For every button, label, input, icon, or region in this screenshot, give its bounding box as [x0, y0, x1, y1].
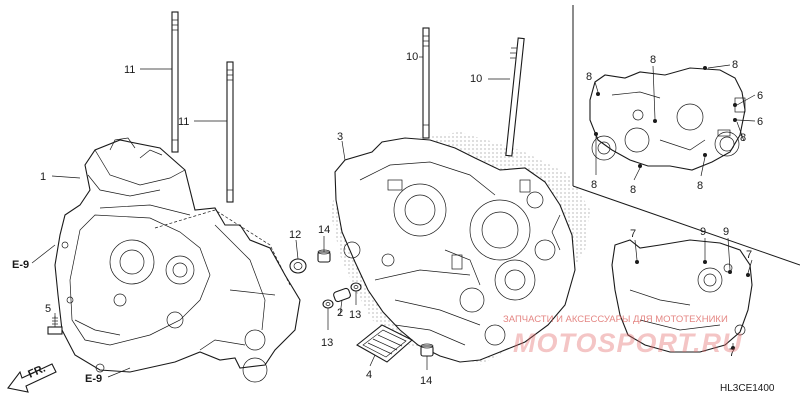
callout-12: 12 [289, 229, 301, 241]
detail-view-lower [611, 239, 753, 353]
callout-8-bottom-left: 8 [591, 179, 597, 191]
bolt-5 [47, 316, 63, 335]
callout-4: 4 [366, 369, 372, 381]
oil-strainer-4 [356, 324, 413, 363]
callout-8-right: 8 [740, 132, 746, 144]
callout-8-top-center: 8 [650, 54, 656, 66]
callout-8-bottom-right: 8 [697, 180, 703, 192]
right-crankcase [330, 132, 590, 365]
callout-3: 3 [337, 131, 343, 143]
callout-13-left: 13 [321, 337, 333, 349]
callout-7-right: 7 [746, 249, 752, 261]
callout-1: 1 [40, 171, 46, 183]
diagram-code: HL3CE1400 [720, 383, 775, 394]
callout-7-bottom: 7 [729, 347, 735, 359]
callout-9-left: 9 [700, 226, 706, 238]
callout-7-left: 7 [630, 228, 636, 240]
dowel-pin-14-top [317, 249, 331, 263]
dowel-2 [333, 287, 351, 303]
stud-bolt-11-left [171, 11, 179, 153]
callout-11-upper: 11 [124, 64, 135, 76]
callout-6-lower: 6 [757, 116, 763, 128]
detail-divider-diagonal [572, 185, 800, 266]
callout-8-bottom-center: 8 [630, 184, 636, 196]
part-callouts: 1 2 3 4 5 6 6 7 7 7 8 8 8 8 8 8 8 9 9 10… [40, 51, 763, 387]
callout-14-bottom: 14 [420, 375, 432, 387]
o-ring-13-left [322, 299, 334, 309]
leader-lines [31, 56, 756, 378]
watermark: ЗАПЧАСТИ И АКСЕССУАРЫ ДЛЯ МОТОТЕХНИКИ MO… [503, 314, 743, 358]
callout-6-upper: 6 [757, 90, 763, 102]
stud-bolt-10-left [422, 27, 430, 139]
callout-5: 5 [45, 303, 51, 315]
callout-9-right: 9 [723, 226, 729, 238]
callout-13-right: 13 [349, 309, 361, 321]
stud-bolt-10-right [505, 37, 525, 157]
watermark-logo: MOTOSPORT.RU [513, 328, 743, 358]
callout-2: 2 [337, 307, 343, 319]
o-ring-13-right [350, 282, 362, 292]
callout-11-lower: 11 [178, 116, 189, 128]
front-direction-arrow: FR. [7, 363, 57, 393]
oil-seal-12 [289, 258, 307, 274]
callout-10-left: 10 [406, 51, 418, 63]
callout-8-top-right: 8 [732, 59, 738, 71]
detail-view-upper [589, 66, 746, 171]
left-crankcase [54, 137, 301, 383]
watermark-text: ЗАПЧАСТИ И АКСЕССУАРЫ ДЛЯ МОТОТЕХНИКИ [503, 314, 728, 325]
callout-10-right: 10 [470, 73, 482, 85]
reference-labels: E-9 E-9 [12, 259, 102, 385]
stud-bolt-11-right [226, 61, 234, 203]
callout-14-top: 14 [318, 224, 330, 236]
reference-e9-lower: E-9 [85, 373, 102, 385]
callout-8-top-left: 8 [586, 71, 592, 83]
dowel-pin-14-bottom [420, 343, 434, 357]
reference-e9-upper: E-9 [12, 259, 29, 271]
